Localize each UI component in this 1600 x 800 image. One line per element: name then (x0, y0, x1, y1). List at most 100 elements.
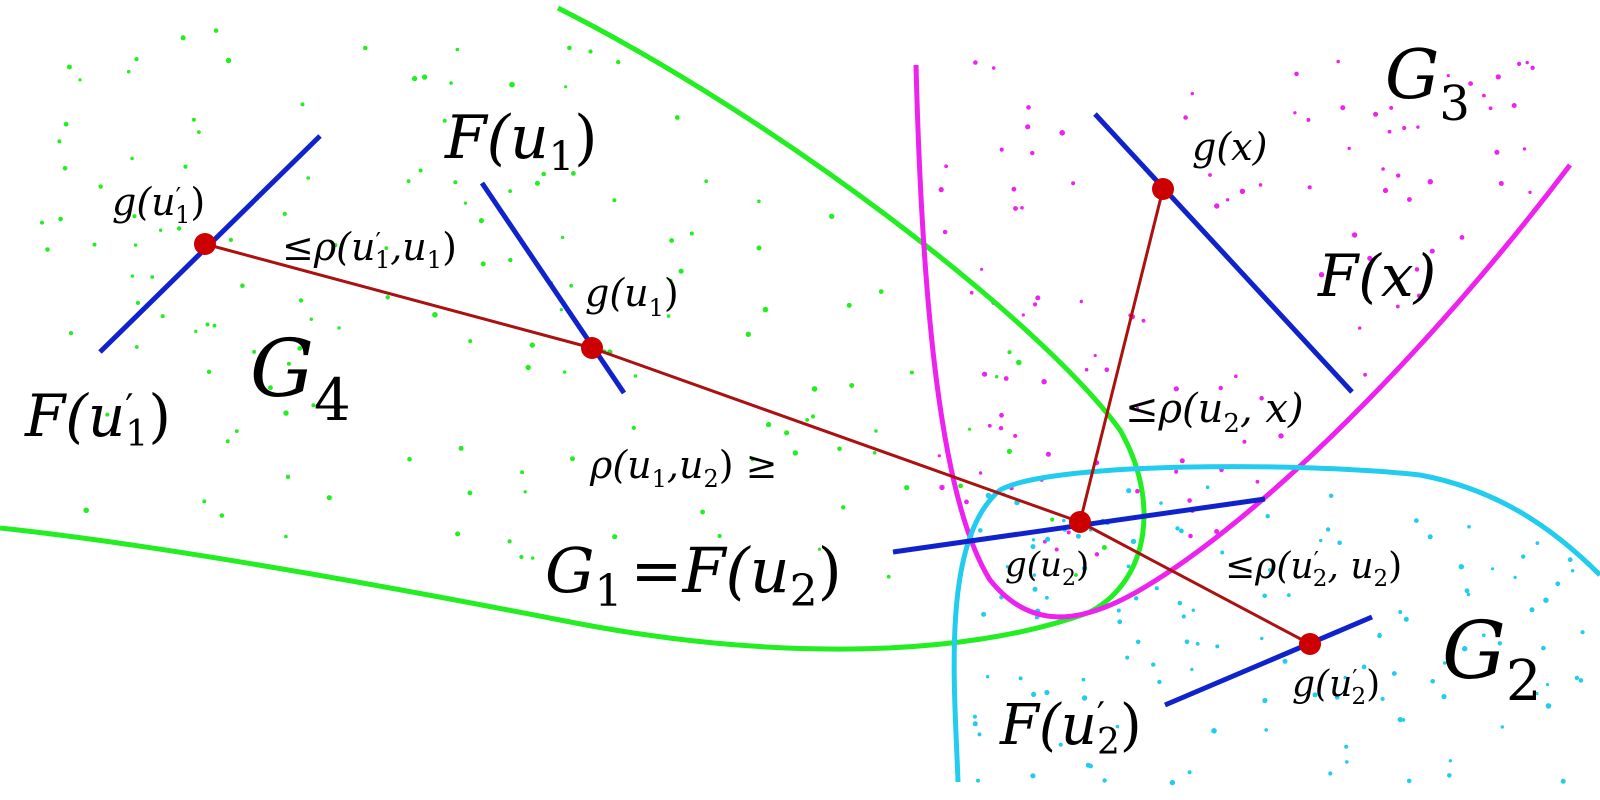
region-dot (1234, 374, 1238, 379)
connector-g-u1-g-u2 (591, 346, 1081, 524)
region-dot (1032, 586, 1038, 592)
region-dot (306, 176, 311, 180)
region-dot (1402, 125, 1407, 131)
region-dot (567, 45, 572, 51)
region-dot (191, 117, 196, 122)
region-dot (1013, 433, 1018, 438)
region-dot (985, 675, 990, 679)
label-rho-u1p-u1: ≤ρ(u′1,u1) (282, 225, 457, 274)
region-dot (973, 60, 978, 65)
region-dot (991, 66, 996, 70)
region-dot (999, 147, 1004, 152)
region-dot (1190, 667, 1194, 672)
region-dot (1214, 529, 1220, 534)
region-dot (1441, 694, 1447, 700)
region-dot (968, 427, 972, 431)
region-dot (1491, 567, 1495, 571)
region-dot (1169, 779, 1176, 786)
region-dot (1117, 619, 1123, 625)
region-dot (508, 257, 513, 263)
region-dot (468, 339, 473, 344)
region-dot (1031, 538, 1036, 542)
region-dot (1525, 60, 1529, 65)
region-dot (283, 410, 289, 416)
region-dot (1159, 501, 1163, 505)
label-g1-equals-f-u2: G1=F(u2) (545, 534, 842, 617)
region-dot (1262, 697, 1268, 704)
region-dot (978, 528, 983, 533)
region-dot (756, 245, 762, 251)
region-dot (564, 85, 568, 89)
region-dot (1567, 557, 1573, 563)
region-dot (560, 235, 565, 240)
region-dot (1282, 658, 1288, 664)
region-dot (1571, 569, 1575, 573)
region-dot (999, 412, 1004, 418)
region-dot (1041, 379, 1047, 385)
point-g-u1-prime (194, 233, 216, 255)
region-dot (432, 312, 438, 318)
region-dot (972, 714, 978, 719)
region-dot (297, 346, 303, 351)
region-dot (384, 246, 389, 251)
region-g4-dots (40, 28, 1107, 579)
magenta-boundary-curve (913, 64, 1572, 620)
region-g3-dots (937, 59, 1535, 557)
segment-F-u2-prime (1164, 614, 1373, 708)
region-dot (1081, 677, 1086, 682)
region-dot (1373, 111, 1379, 117)
region-dot (1367, 255, 1373, 261)
region-dot (194, 329, 198, 333)
region-dot (66, 64, 72, 70)
region-dot (421, 74, 428, 80)
label-rho-u1-u2: ρ(u1,u2) ≥ (589, 443, 778, 493)
region-dot (1074, 573, 1078, 577)
region-dot (406, 179, 411, 184)
region-dot (268, 385, 273, 391)
region-dot (509, 81, 515, 88)
region-dot (529, 342, 535, 348)
point-g-u2 (1069, 511, 1091, 533)
region-dot (1115, 724, 1120, 729)
region-dot (1013, 206, 1018, 211)
region-dot (1214, 203, 1220, 209)
region-dot (126, 69, 131, 74)
region-dot (1545, 703, 1552, 709)
region-dot (1177, 600, 1183, 606)
region-dot (937, 454, 941, 458)
region-dot (964, 499, 969, 505)
region-dot (458, 445, 464, 451)
region-dot (1307, 185, 1312, 190)
region-dot (1530, 65, 1535, 71)
region-dot (1268, 571, 1273, 575)
region-dot (1259, 395, 1264, 401)
region-dot (1482, 93, 1486, 98)
region-dot (180, 35, 186, 41)
region-dot (998, 426, 1004, 431)
region-dot (285, 474, 291, 479)
region-dot (1009, 713, 1014, 719)
region-dot (750, 458, 755, 462)
region-dot (1427, 534, 1433, 540)
region-dot (1239, 188, 1246, 194)
region-dot (704, 179, 709, 184)
region-dot (160, 314, 165, 319)
region-dot (1286, 593, 1291, 597)
region-dot (480, 261, 486, 267)
connector-g-u2-g-x (1078, 188, 1165, 523)
region-dot (1006, 448, 1013, 454)
region-dot (1522, 147, 1527, 151)
region-dot (213, 28, 219, 33)
region-dot (411, 75, 418, 82)
region-dot (1511, 103, 1517, 108)
region-dot (234, 429, 239, 433)
region-dot (849, 383, 855, 388)
region-dot (631, 425, 636, 430)
region-dot (1195, 641, 1200, 646)
region-dot (130, 156, 134, 161)
region-dot (1329, 493, 1334, 498)
region-dot (1075, 533, 1081, 539)
region-dot (1035, 295, 1041, 301)
region-dot (1101, 545, 1107, 550)
